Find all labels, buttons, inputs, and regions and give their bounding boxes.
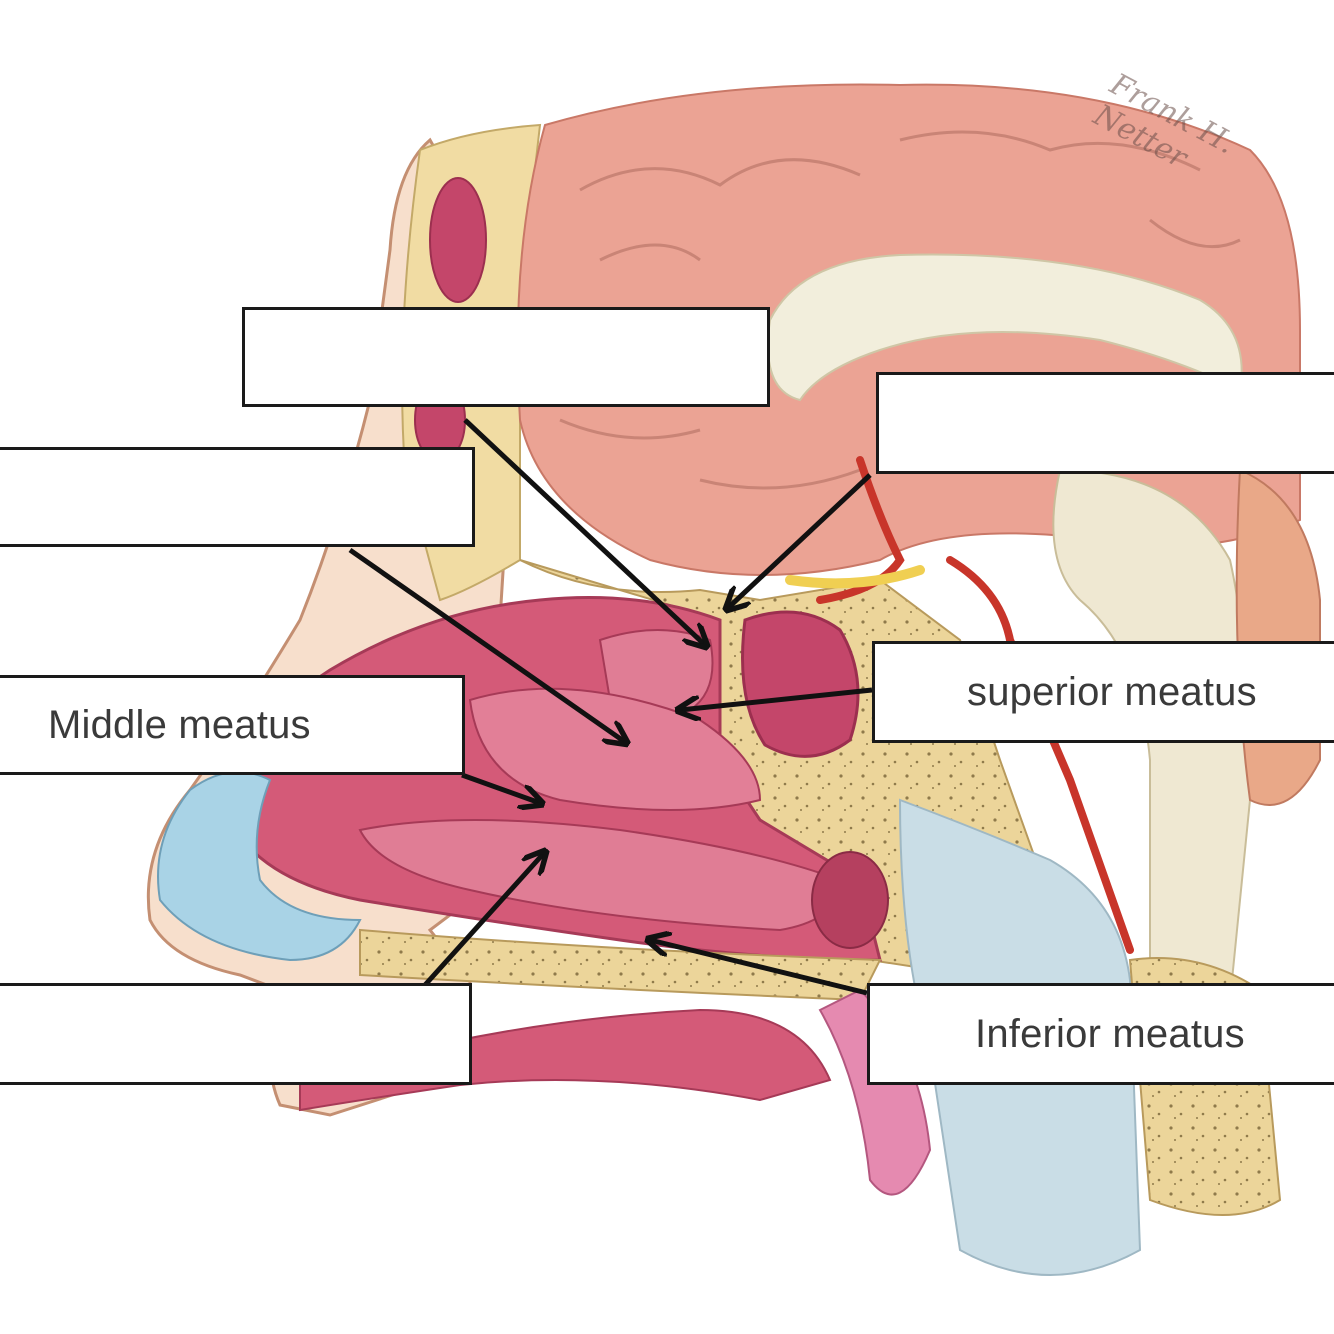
artery (816, 456, 1134, 954)
label-box-left-upper[interactable] (0, 447, 475, 547)
arrow-top-right (728, 473, 872, 608)
label-box-top-right[interactable] (876, 372, 1334, 474)
leader-arrows (348, 418, 873, 996)
optic-nerve (785, 565, 925, 589)
label-middle-meatus[interactable]: Middle meatus (0, 675, 465, 775)
label-box-top-center[interactable] (242, 307, 770, 407)
cerebellum (1235, 468, 1321, 806)
label-superior-meatus[interactable]: superior meatus (872, 641, 1334, 743)
arrow-top-center (463, 418, 705, 645)
arrow-left-upper (348, 547, 625, 742)
label-inferior-meatus[interactable]: Inferior meatus (867, 983, 1334, 1085)
label-box-bottom-left[interactable] (0, 983, 472, 1085)
arrow-superior (680, 687, 873, 710)
arrow-middle (461, 772, 540, 803)
sphenoid-sinus (741, 610, 860, 758)
arrow-inferior (650, 940, 868, 996)
nasal-cartilage (157, 771, 362, 962)
arrow-bottom-left (423, 853, 544, 987)
frontal-sinus (429, 177, 487, 303)
tubal-opening (811, 851, 889, 949)
oral-cavity (299, 1008, 832, 1112)
